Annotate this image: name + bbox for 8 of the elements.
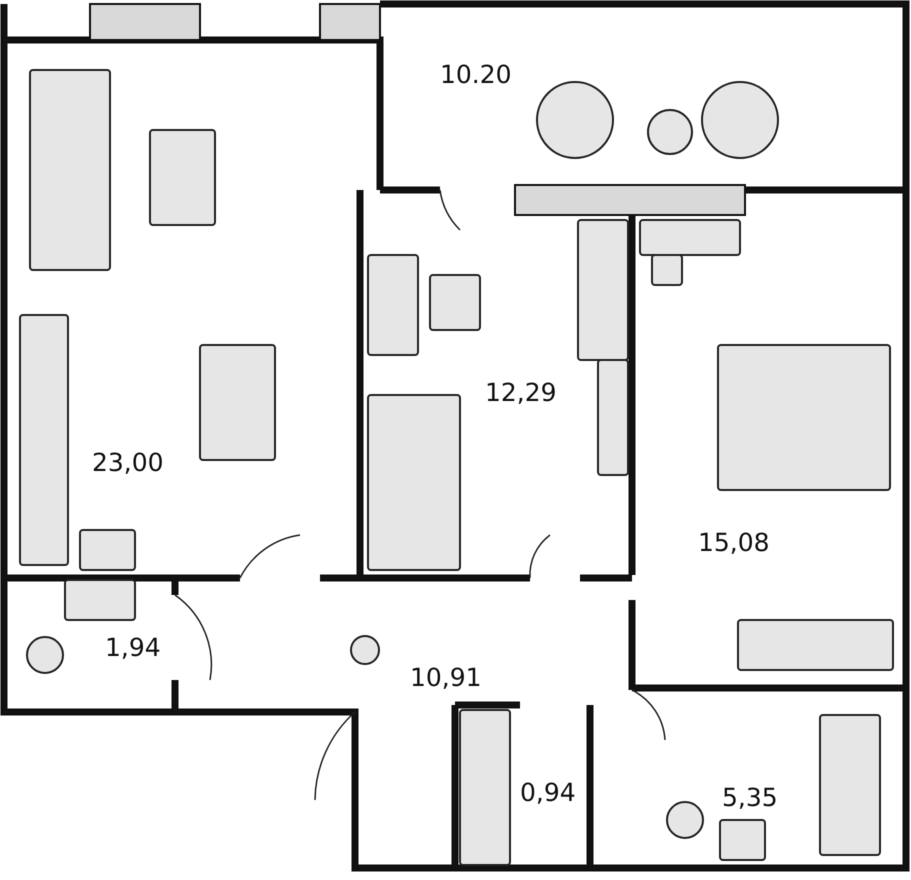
room-area-label: 12,29 bbox=[485, 380, 557, 405]
room-area-label: 15,08 bbox=[698, 530, 770, 555]
room-area-label: 0,94 bbox=[520, 780, 576, 805]
room-area-label: 1,94 bbox=[105, 635, 161, 660]
room-area-label: 10,91 bbox=[410, 665, 482, 690]
room-area-label: 10.20 bbox=[440, 62, 512, 87]
room-area-label: 23,00 bbox=[92, 450, 164, 475]
room-area-label: 5,35 bbox=[722, 785, 778, 810]
